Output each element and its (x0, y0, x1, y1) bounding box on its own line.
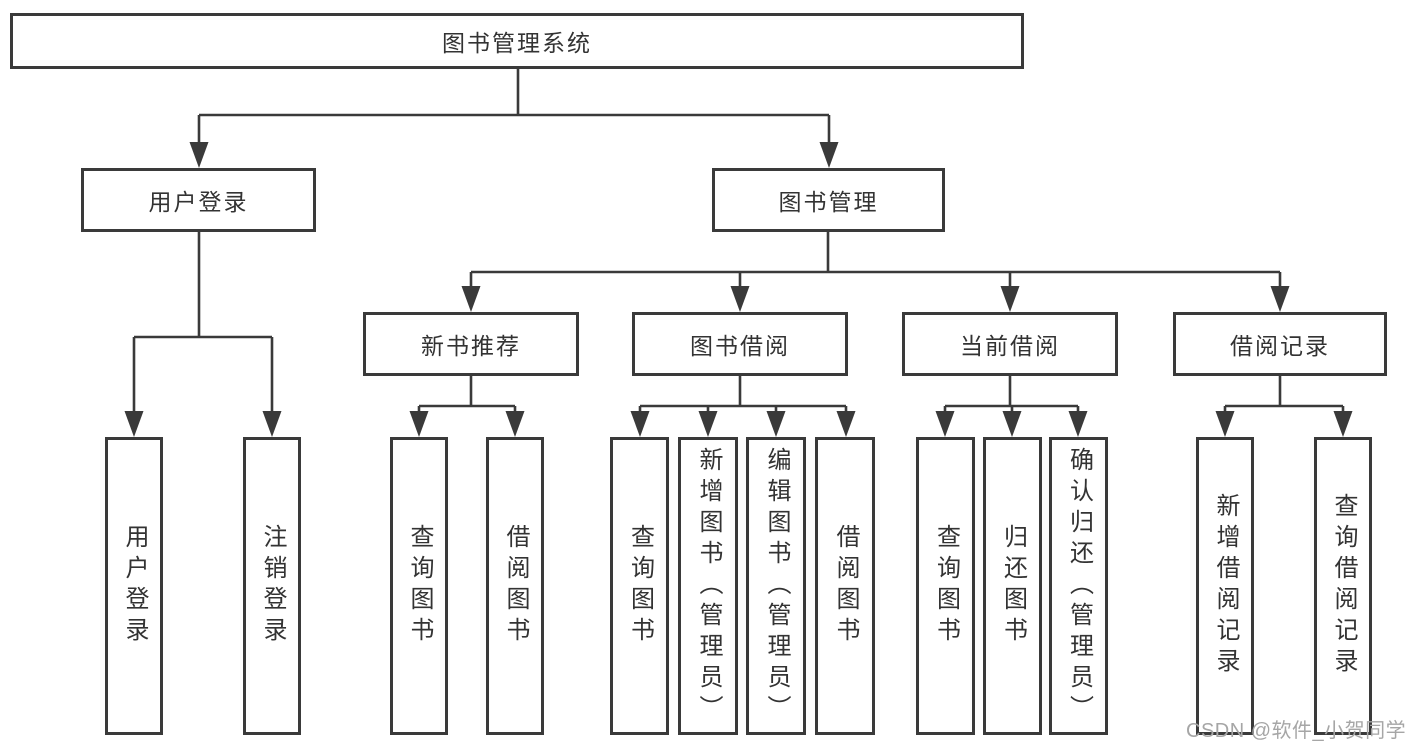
leaf-current-query-books-label: 查询图书 (932, 524, 960, 648)
leaf-borrow-add-books-admin: 新增图书（管理员） (678, 437, 738, 735)
leaf-current-confirm-return-admin: 确认归还（管理员） (1049, 437, 1108, 735)
leaf-current-query-books: 查询图书 (916, 437, 975, 735)
node-current-borrow-label: 当前借阅 (960, 333, 1060, 359)
leaf-records-query-record-label: 查询借阅记录 (1330, 493, 1357, 679)
leaf-borrow-add-books-admin-label: 新增图书（管理员） (695, 446, 722, 726)
leaf-records-add-record-label: 新增借阅记录 (1212, 493, 1239, 679)
leaf-borrow-query-books-label: 查询图书 (626, 524, 654, 648)
node-current-borrow: 当前借阅 (902, 312, 1118, 376)
leaf-borrow-query-books: 查询图书 (610, 437, 669, 735)
leaf-recommend-borrow-books: 借阅图书 (486, 437, 544, 735)
leaf-borrow-edit-books-admin: 编辑图书（管理员） (746, 437, 806, 735)
node-root-label: 图书管理系统 (442, 30, 592, 56)
leaf-records-add-record: 新增借阅记录 (1196, 437, 1254, 735)
node-user-login: 用户登录 (81, 168, 316, 232)
leaf-current-return-books-label: 归还图书 (999, 524, 1027, 648)
node-borrow-records-label: 借阅记录 (1230, 333, 1330, 359)
leaf-current-confirm-return-admin-label: 确认归还（管理员） (1065, 446, 1093, 726)
leaf-logout-label: 注销登录 (259, 524, 286, 648)
arrowheads (124, 142, 1353, 437)
node-new-book-recommend: 新书推荐 (363, 312, 579, 376)
node-book-management-label: 图书管理 (778, 189, 879, 215)
leaf-user-login: 用户登录 (105, 437, 163, 735)
node-book-management: 图书管理 (712, 168, 945, 232)
leaf-recommend-borrow-books-label: 借阅图书 (502, 524, 529, 648)
node-root: 图书管理系统 (10, 13, 1024, 69)
leaf-user-login-label: 用户登录 (121, 524, 148, 648)
node-borrow-records: 借阅记录 (1173, 312, 1387, 376)
csdn-watermark: CSDN @软件_小贺同学 (1186, 720, 1405, 742)
node-user-login-label: 用户登录 (148, 189, 249, 215)
leaf-current-return-books: 归还图书 (983, 437, 1042, 735)
leaf-borrow-borrow-books: 借阅图书 (815, 437, 875, 735)
leaf-borrow-edit-books-admin-label: 编辑图书（管理员） (763, 446, 790, 726)
leaf-recommend-query-books-label: 查询图书 (406, 524, 433, 648)
leaf-recommend-query-books: 查询图书 (390, 437, 448, 735)
node-new-book-recommend-label: 新书推荐 (421, 333, 521, 359)
leaf-records-query-record: 查询借阅记录 (1314, 437, 1372, 735)
leaf-logout: 注销登录 (243, 437, 301, 735)
node-book-borrow: 图书借阅 (632, 312, 848, 376)
leaf-borrow-borrow-books-label: 借阅图书 (832, 524, 859, 648)
node-book-borrow-label: 图书借阅 (690, 333, 790, 359)
